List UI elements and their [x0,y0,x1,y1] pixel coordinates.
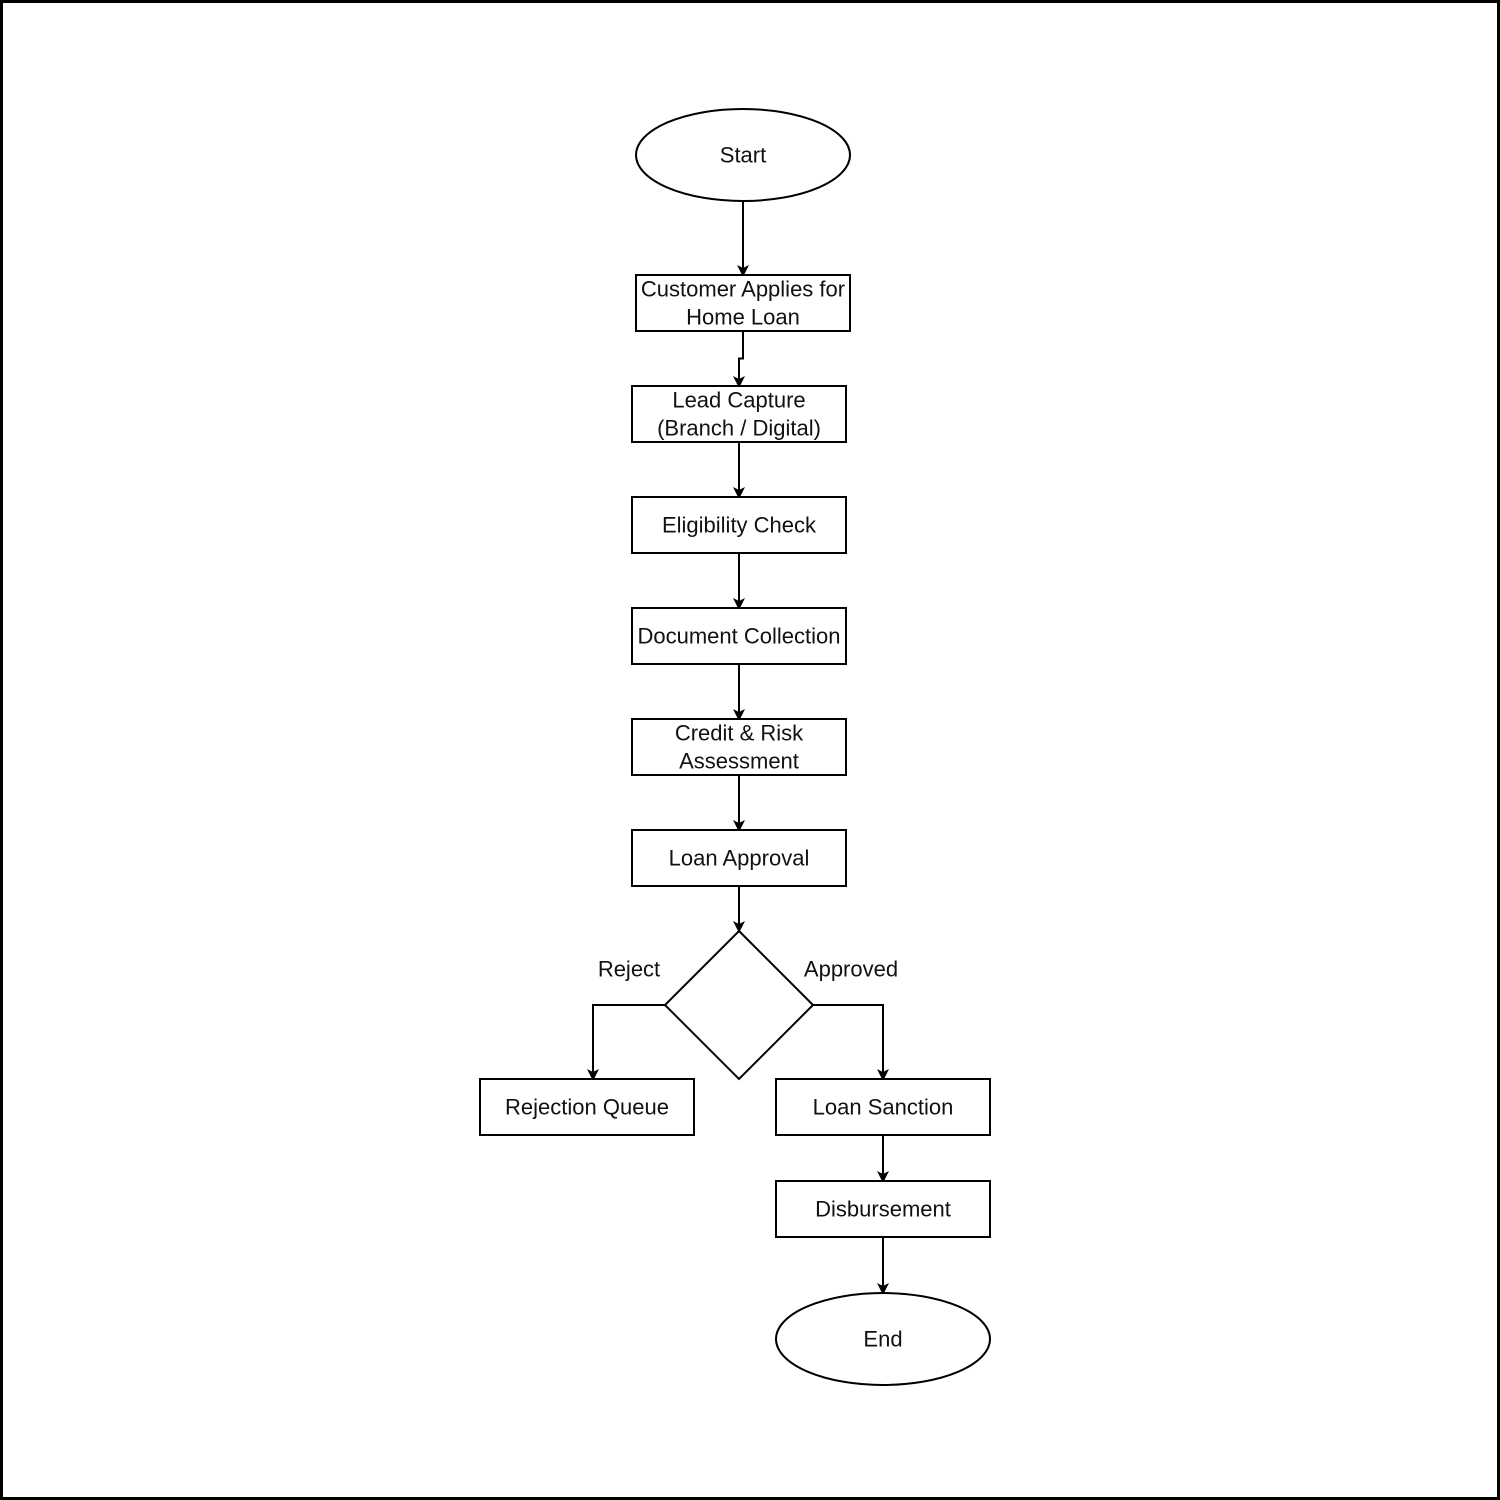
node-credit-label: Assessment [679,749,799,774]
node-credit-label: Credit & Risk [675,721,804,746]
edge-apply-to-lead [733,331,745,388]
node-decision [663,929,815,1081]
node-documents: Document Collection [631,607,847,665]
node-lead-label: Lead Capture [672,388,805,413]
node-lead-shape [631,385,847,443]
node-start-label: Start [720,143,766,168]
node-documents-label: Document Collection [638,624,841,649]
node-rejection-shape [479,1078,695,1136]
node-rejection: Rejection Queue [479,1078,695,1136]
node-lead-label: (Branch / Digital) [657,416,821,441]
node-apply-label: Home Loan [686,305,800,330]
node-eligibility-label: Eligibility Check [662,513,817,538]
node-end: End [775,1292,991,1386]
node-rejection-label: Rejection Queue [505,1095,669,1120]
node-disbursement-label: Disbursement [815,1197,951,1222]
edge-decision-to-rejection [587,1004,665,1081]
node-end-shape [775,1292,991,1386]
node-end-label: End [863,1327,902,1352]
node-approval-shape [631,829,847,887]
node-sanction-shape [775,1078,991,1136]
node-start-shape [635,108,851,202]
node-approval-label: Loan Approval [669,846,810,871]
node-documents-shape [631,607,847,665]
node-disbursement-shape [775,1180,991,1238]
node-start: Start [635,108,851,202]
node-decision-shape [663,929,815,1081]
node-eligibility: Eligibility Check [631,496,847,554]
node-disbursement: Disbursement [775,1180,991,1238]
edge-decision-to-sanction [813,1004,889,1081]
node-credit-shape [631,718,847,776]
node-lead: Lead Capture (Branch / Digital) [631,385,847,443]
edge-label-approved: Approved [804,957,898,982]
node-approval: Loan Approval [631,829,847,887]
node-sanction-label: Loan Sanction [813,1095,954,1120]
node-eligibility-shape [631,496,847,554]
node-apply-label: Customer Applies for [641,277,845,302]
node-apply-shape [635,274,851,332]
edge-label-reject: Reject [598,957,660,982]
node-sanction: Loan Sanction [775,1078,991,1136]
